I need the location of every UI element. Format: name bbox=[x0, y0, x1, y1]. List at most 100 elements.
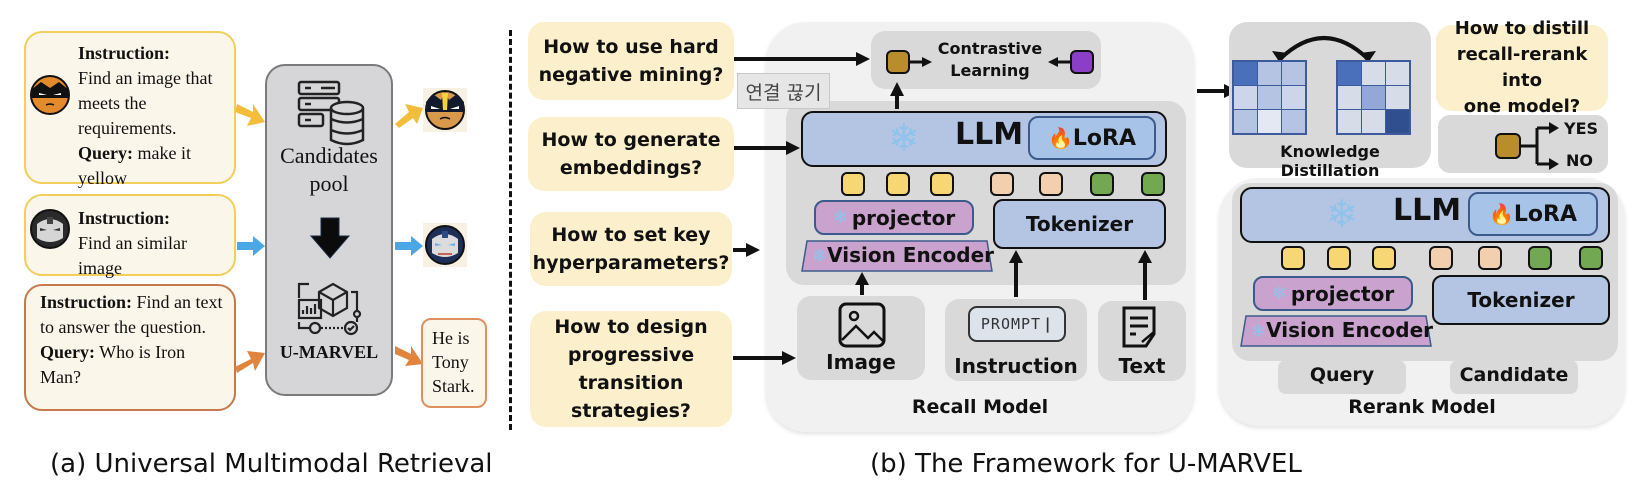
frozen-snowflake-icon: ❄ bbox=[1326, 192, 1358, 236]
arrow-embed-to-cl bbox=[910, 57, 932, 67]
iron-man-silver-helmet-icon bbox=[30, 209, 70, 249]
disconnect-tooltip[interactable]: 연결 끊기 bbox=[737, 73, 830, 109]
instruction-text: Find an image that meets the requirement… bbox=[78, 68, 213, 138]
instruction-token bbox=[1429, 246, 1453, 270]
candidates-pool-label: Candidates pool bbox=[267, 142, 391, 198]
rerank-lora-block: 🔥LoRA bbox=[1468, 192, 1598, 236]
arrow-blue-in bbox=[237, 236, 265, 256]
arrow-candidate-to-cl bbox=[1048, 57, 1070, 67]
recall-vision-encoder-label: ❄Vision Encoder bbox=[812, 243, 994, 267]
kd-matrix-cell bbox=[1362, 86, 1385, 109]
query-card-text-qa: Instruction: Find an text to answer the … bbox=[24, 284, 236, 411]
rerank-lora-label: LoRA bbox=[1513, 201, 1577, 227]
candidates-pool-panel: Candidates pool U-MARVEL bbox=[265, 64, 393, 396]
u-marvel-label: U-MARVEL bbox=[279, 342, 379, 362]
arrow-orange-out bbox=[395, 346, 423, 366]
candidate-input-box bbox=[1450, 360, 1578, 394]
contrastive-learning-label: Contrastive Learning bbox=[930, 38, 1050, 82]
question-line: How to set key bbox=[551, 224, 711, 246]
recall-vision-encoder-shape bbox=[801, 240, 993, 272]
wolverine-orange-face-icon bbox=[30, 75, 70, 115]
question-line: transition bbox=[578, 372, 684, 394]
image-input-box bbox=[797, 296, 925, 380]
recall-lora-label: LoRA bbox=[1072, 125, 1136, 151]
trainable-fire-icon: 🔥 bbox=[1047, 126, 1073, 150]
text-token bbox=[1528, 246, 1552, 270]
question-line: negative mining? bbox=[538, 64, 724, 86]
query-label: Query: bbox=[78, 143, 133, 163]
model-pipeline-icon bbox=[297, 282, 362, 336]
image-token bbox=[886, 172, 910, 196]
arrow-blue-out bbox=[395, 236, 423, 256]
question-line: strategies? bbox=[571, 400, 691, 422]
kd-matrix-cell bbox=[1234, 110, 1257, 133]
kd-matrix-cell bbox=[1282, 62, 1305, 85]
candidates-label-line1: Candidates bbox=[280, 143, 378, 168]
answer-line1: He is bbox=[432, 328, 470, 348]
instruction-token bbox=[1039, 172, 1063, 196]
instruction-label: Instruction: bbox=[78, 208, 171, 228]
answer-line3: Stark. bbox=[432, 376, 475, 396]
kd-matrix-cell bbox=[1258, 86, 1281, 109]
contrastive-line2: Learning bbox=[950, 61, 1030, 80]
answer-line2: Tony bbox=[432, 352, 469, 372]
question-line: How to distill bbox=[1454, 18, 1590, 39]
arrow-yellow-in bbox=[235, 104, 265, 126]
caption-part-b: (b) The Framework for U-MARVEL bbox=[870, 449, 1302, 479]
frozen-snowflake-icon: ❄ bbox=[812, 246, 828, 267]
text-answer-card: He is Tony Stark. bbox=[421, 318, 487, 408]
instruction-input-label: Instruction bbox=[954, 354, 1078, 378]
kd-matrix-cell bbox=[1386, 110, 1409, 133]
document-icon bbox=[1122, 306, 1156, 348]
no-label: NO bbox=[1566, 151, 1593, 170]
recall-lora-block: 🔥LoRA bbox=[1028, 116, 1156, 160]
frozen-snowflake-icon: ❄ bbox=[1251, 321, 1267, 342]
candidate-input-label: Candidate bbox=[1459, 364, 1569, 386]
wolverine-yellow-face-icon bbox=[423, 88, 467, 132]
recall-tokenizer-label: Tokenizer bbox=[1025, 212, 1134, 236]
down-arrow-icon bbox=[309, 217, 351, 259]
rerank-tokenizer-label: Tokenizer bbox=[1467, 288, 1575, 312]
text-token bbox=[1141, 172, 1165, 196]
instruction-label: Instruction: bbox=[40, 292, 133, 312]
rerank-projector-label: projector bbox=[1290, 281, 1395, 306]
instruction-label: Instruction: bbox=[78, 43, 171, 63]
question-line: hyperparameters? bbox=[532, 252, 730, 274]
rerank-model-title: Rerank Model bbox=[1348, 396, 1496, 418]
text-token bbox=[1579, 246, 1603, 270]
image-token bbox=[841, 172, 865, 196]
arrow-orange-in bbox=[235, 351, 265, 373]
question-line: embeddings? bbox=[559, 157, 703, 179]
rerank-projector-block: ❄projector bbox=[1253, 276, 1413, 311]
kd-matrix-cell bbox=[1234, 62, 1257, 85]
rerank-llm-label: LLM bbox=[1393, 193, 1462, 228]
frozen-snowflake-icon: ❄ bbox=[1271, 283, 1287, 304]
query-card-image-edit: Instruction: Find an image that meets th… bbox=[24, 31, 236, 188]
rerank-vision-encoder-shape bbox=[1240, 315, 1432, 347]
kd-matrix-cell bbox=[1338, 110, 1361, 133]
kd-matrix-cell bbox=[1258, 62, 1281, 85]
instruction-text: Find an text to answer the question. bbox=[40, 292, 223, 337]
instruction-token bbox=[1478, 246, 1502, 270]
recall-tokenizer-block: Tokenizer bbox=[993, 199, 1166, 249]
question-line: progressive bbox=[567, 344, 695, 366]
rerank-tokenizer-block: Tokenizer bbox=[1432, 275, 1610, 325]
instruction-text: Find an similar image bbox=[78, 233, 187, 278]
vision-encoder-text: Vision Encoder bbox=[827, 243, 995, 267]
recall-projector-label: projector bbox=[851, 205, 956, 230]
prompt-text: PROMPT bbox=[980, 315, 1042, 333]
image-token bbox=[1281, 246, 1305, 270]
yes-no-branch-arrows bbox=[1521, 122, 1559, 170]
arrow-yellow-out bbox=[395, 104, 423, 128]
text-input-label: Text bbox=[1118, 354, 1166, 378]
image-token bbox=[930, 172, 954, 196]
kd-matrix-cell bbox=[1386, 62, 1409, 85]
query-input-box bbox=[1278, 360, 1406, 394]
kd-matrix-cell bbox=[1338, 62, 1361, 85]
rerank-output-embedding bbox=[1495, 133, 1521, 159]
